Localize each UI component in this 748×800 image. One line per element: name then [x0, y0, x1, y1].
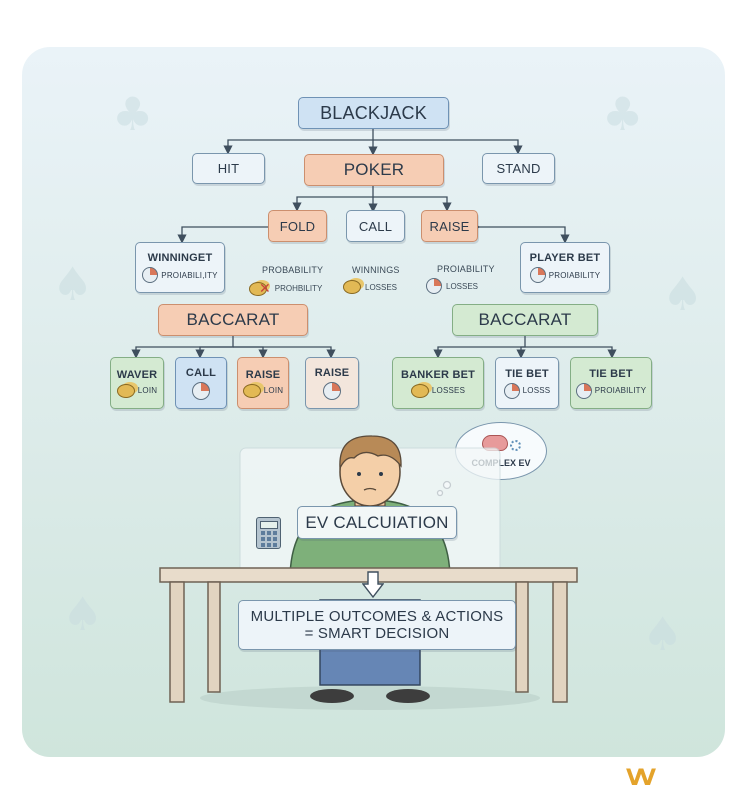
pie-chart-icon [192, 381, 210, 400]
blackjack-node: BLACKJACK [298, 97, 449, 129]
losses-sub-row-2: LOSSES [426, 278, 478, 294]
summary-line-1: MULTIPLE OUTCOMES & ACTIONS [250, 608, 504, 625]
gear-icon [509, 439, 521, 451]
summary-line-2: = SMART DECISION [304, 625, 450, 642]
leaf-sub: LOSSES [431, 386, 466, 395]
pie-chart-icon [529, 267, 546, 283]
probability-label-2: PROIABILITY [437, 264, 495, 274]
leaf-sub: PROIABILITY [594, 386, 647, 395]
leaf-title: TIE BET [505, 367, 549, 380]
winnings-card: WINNINGET PROIABILI,ITY [135, 242, 225, 293]
coins-icon [343, 280, 361, 294]
winnings-label: WINNINGS [352, 265, 400, 275]
ev-calculation-label: EV CALCUIATION [297, 506, 457, 539]
leaf-title: TIE BET [589, 367, 633, 380]
summary-box: MULTIPLE OUTCOMES & ACTIONS = SMART DECI… [238, 600, 516, 650]
winnings-card-title: WINNINGET [147, 252, 213, 264]
cross-icon: ✕ [259, 280, 271, 296]
club-watermark-icon: ♣ [112, 87, 154, 141]
losses-sub-row: LOSSES [343, 280, 397, 294]
probability-sub-label: PROHBILITY [274, 284, 323, 293]
raise-leaf: RAISE LOIN [237, 357, 289, 409]
spade-watermark-icon: ♠ [62, 587, 104, 641]
pie-chart-icon [323, 381, 341, 400]
stand-node: STAND [482, 153, 555, 184]
coins-icon [116, 383, 135, 398]
leaf-title: BANKER BET [400, 368, 476, 381]
leaf-title: RAISE [314, 366, 350, 379]
poker-node: POKER [304, 154, 444, 186]
calculator-icon [256, 517, 281, 549]
raise-leaf-2: RAISE [305, 357, 359, 409]
probability-label: PROBABILITY [262, 265, 324, 275]
waver-leaf: WAVER LOIN [110, 357, 164, 409]
fold-node: FOLD [268, 210, 327, 242]
tie-bet-leaf-2: TIE BET PROIABILITY [570, 357, 652, 409]
call-leaf: CALL [175, 357, 227, 409]
spade-watermark-icon: ♠ [662, 267, 704, 321]
pie-chart-icon [142, 267, 159, 283]
leaf-sub: LOIN [263, 386, 284, 395]
leaf-sub: LOIN [137, 386, 158, 395]
losses-sub-label: LOSSES [365, 282, 398, 292]
spade-watermark-icon: ♠ [642, 607, 684, 661]
pie-chart-icon [575, 382, 592, 399]
banker-bet-leaf: BANKER BET LOSSES [392, 357, 484, 409]
pie-chart-icon [503, 382, 520, 399]
baccarat-left-node: BACCARAT [158, 304, 308, 336]
pie-chart-icon [426, 278, 442, 294]
complex-ev-label: COMPLEX EV [471, 457, 531, 468]
coins-icon [410, 383, 429, 398]
player-bet-card-title: PLAYER BET [529, 252, 601, 264]
tie-bet-leaf: TIE BET LOSSS [495, 357, 559, 409]
coins-icon [249, 281, 267, 296]
down-arrow-icon [362, 571, 384, 599]
leaf-title: RAISE [245, 368, 281, 381]
winnings-card-sub: PROIABILI,ITY [161, 270, 218, 280]
leaf-title: WAVER [116, 368, 158, 381]
losses-sub-label-2: LOSSES [446, 281, 479, 291]
player-bet-card-sub: PROIABILITY [548, 270, 601, 280]
raise-node: RAISE [421, 210, 478, 242]
call-node: CALL [346, 210, 405, 242]
player-bet-card: PLAYER BET PROIABILITY [520, 242, 610, 293]
spade-watermark-icon: ♠ [52, 257, 94, 311]
logo-icon: VV [626, 766, 656, 791]
leaf-title: CALL [185, 366, 217, 379]
coins-icon [242, 383, 261, 398]
leaf-sub: LOSSS [522, 386, 551, 395]
hit-node: HIT [192, 153, 265, 184]
probability-sub-row: ✕ PROHBILITY [249, 280, 322, 297]
club-watermark-icon: ♣ [602, 87, 644, 141]
baccarat-right-node: BACCARAT [452, 304, 598, 336]
